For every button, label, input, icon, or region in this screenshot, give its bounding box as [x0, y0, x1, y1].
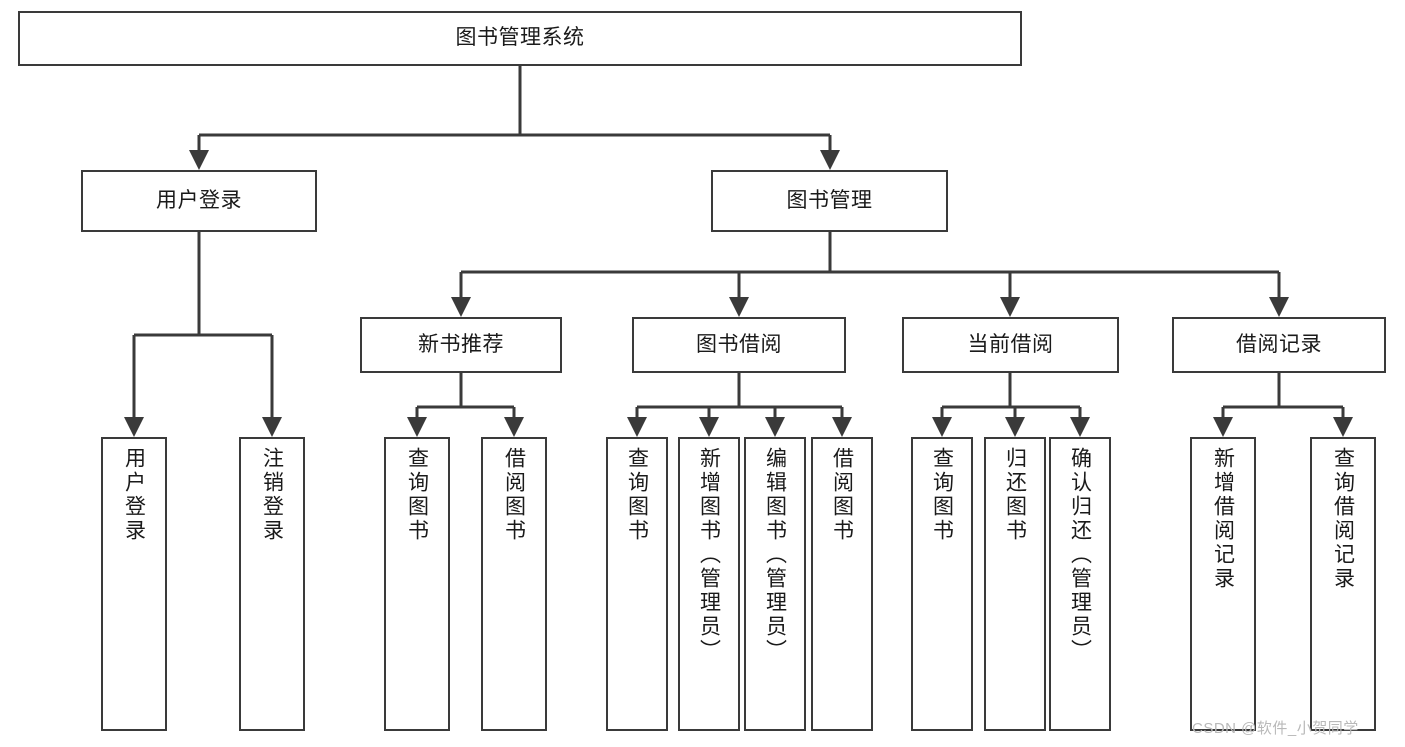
- node-leaf-edit-book[interactable]: 编辑图书（管理员）: [744, 437, 806, 731]
- node-label: 图书管理: [786, 188, 873, 212]
- node-leaf-borrow-book-2[interactable]: 借阅图书: [811, 437, 873, 731]
- node-label: 当前借阅: [967, 332, 1054, 356]
- node-book-borrow[interactable]: 图书借阅: [632, 317, 846, 373]
- node-leaf-return-book[interactable]: 归还图书: [984, 437, 1046, 731]
- node-leaf-confirm-return[interactable]: 确认归还（管理员）: [1049, 437, 1111, 731]
- node-label: 查询图书: [930, 447, 954, 543]
- node-leaf-query-book-2[interactable]: 查询图书: [606, 437, 668, 731]
- node-leaf-query-record[interactable]: 查询借阅记录: [1310, 437, 1376, 731]
- node-label: 用户登录: [122, 447, 146, 543]
- csdn-watermark: CSDN @软件_小贺同学: [1192, 720, 1359, 737]
- node-label: 图书借阅: [696, 332, 782, 356]
- node-label: 注销登录: [260, 447, 284, 543]
- node-label: 新书推荐: [418, 332, 504, 356]
- node-leaf-user-logout[interactable]: 注销登录: [239, 437, 305, 731]
- node-label: 查询图书: [405, 447, 429, 543]
- node-label: 借阅图书: [830, 447, 854, 543]
- node-leaf-borrow-book-1[interactable]: 借阅图书: [481, 437, 547, 731]
- node-leaf-query-book-3[interactable]: 查询图书: [911, 437, 973, 731]
- node-label: 用户登录: [156, 188, 242, 212]
- node-root-system[interactable]: 图书管理系统: [18, 11, 1022, 66]
- node-label: 图书管理系统: [455, 26, 585, 50]
- node-label: 查询借阅记录: [1331, 447, 1355, 591]
- node-leaf-user-login[interactable]: 用户登录: [101, 437, 167, 731]
- node-label: 新增图书（管理员）: [697, 447, 721, 663]
- arrowheads: [124, 150, 1353, 437]
- node-new-book-rec[interactable]: 新书推荐: [360, 317, 562, 373]
- node-label: 编辑图书（管理员）: [763, 447, 787, 663]
- node-user-login[interactable]: 用户登录: [81, 170, 317, 232]
- node-label: 借阅图书: [502, 447, 526, 543]
- node-borrow-record[interactable]: 借阅记录: [1172, 317, 1386, 373]
- node-label: 归还图书: [1003, 447, 1027, 543]
- node-leaf-add-record[interactable]: 新增借阅记录: [1190, 437, 1256, 731]
- node-leaf-add-book[interactable]: 新增图书（管理员）: [678, 437, 740, 731]
- node-label: 新增借阅记录: [1211, 447, 1235, 591]
- node-current-borrow[interactable]: 当前借阅: [902, 317, 1119, 373]
- node-book-manage[interactable]: 图书管理: [711, 170, 948, 232]
- node-label: 确认归还（管理员）: [1068, 447, 1092, 663]
- node-label: 借阅记录: [1236, 332, 1322, 356]
- node-leaf-query-book-1[interactable]: 查询图书: [384, 437, 450, 731]
- node-label: 查询图书: [625, 447, 649, 543]
